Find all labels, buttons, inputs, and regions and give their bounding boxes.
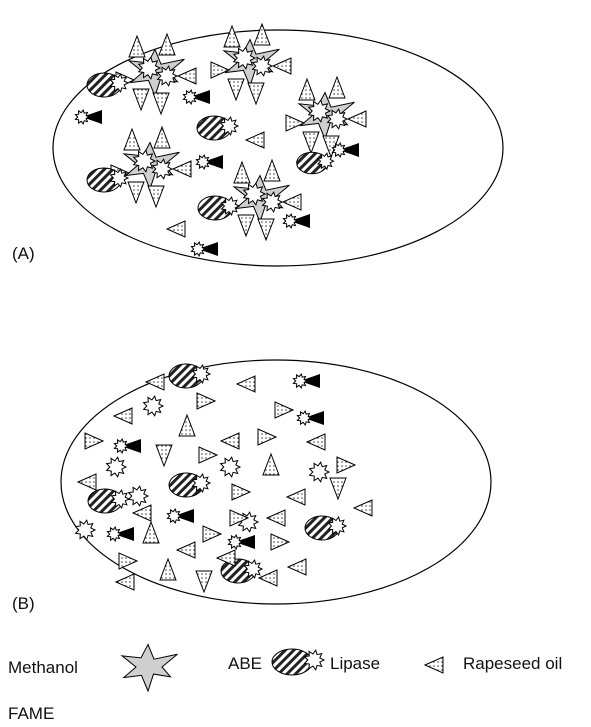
rapeseed-oil-icon [129,36,145,57]
panel-b-label: (B) [12,594,35,614]
rapeseed-oil-icon [116,574,134,590]
legend-fame-label: FAME [8,704,54,724]
vessel-b [61,360,491,604]
legend-methanol-label: Methanol [8,658,78,678]
legend-abe-label: ABE [228,654,262,674]
methanol-icon [122,645,177,692]
legend-icons [122,645,443,692]
panel-a-label: (A) [12,244,35,264]
rapeseed-oil-icon [425,657,443,673]
legend-lipase-label: Lipase [330,654,380,674]
legend-rapeseed-oil-label: Rapeseed oil [463,654,562,674]
